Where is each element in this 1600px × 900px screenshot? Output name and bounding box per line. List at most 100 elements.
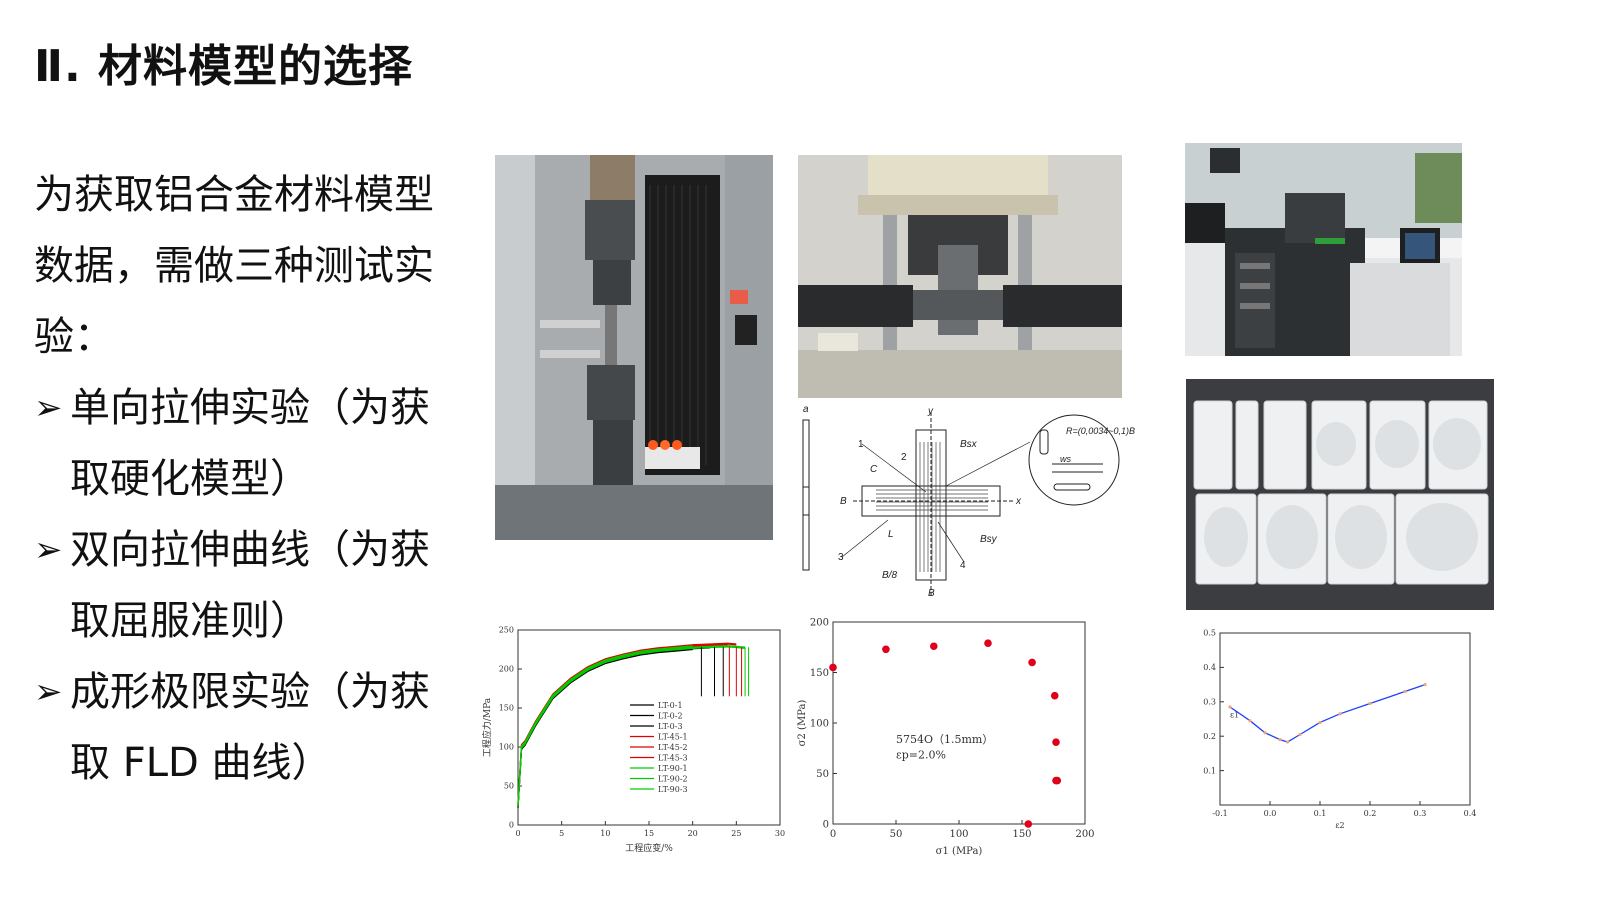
series-line xyxy=(517,645,693,805)
x-tick-label: 100 xyxy=(949,829,968,840)
chart-annotation: 5754O（1.5mm） xyxy=(896,733,993,746)
data-point xyxy=(1285,740,1290,744)
series-line xyxy=(1229,683,1426,743)
arrow-right-icon: ➢ xyxy=(34,672,63,712)
diagram-label: C xyxy=(870,464,878,475)
x-tick-label: 15 xyxy=(644,829,654,838)
diagram-label: Bsx xyxy=(960,439,978,450)
cruciform-specimen-diagram: a y x B C L Bsx Bsy B/8 B 1 2 3 4 xyxy=(798,402,1154,602)
data-point xyxy=(1318,720,1322,725)
y-tick-label: 100 xyxy=(810,718,829,729)
diagram-label: 2 xyxy=(901,452,907,463)
scatter-point xyxy=(930,642,938,651)
x-tick-label: 0 xyxy=(515,829,520,838)
bullet-text: 单向拉伸实验（为获取硬化模型） xyxy=(70,385,430,502)
y-tick-label: 0 xyxy=(509,821,514,830)
fld-machine-photo xyxy=(1185,143,1462,356)
y-tick-label: 200 xyxy=(810,617,829,628)
x-tick-label: 20 xyxy=(688,829,698,838)
x-tick-label: 0.0 xyxy=(1264,809,1277,818)
legend-entry: LT-0-2 xyxy=(658,712,683,721)
x-tick-label: 25 xyxy=(731,829,741,838)
x-tick-label: 200 xyxy=(1075,829,1094,840)
scatter-point xyxy=(829,663,837,672)
x-tick-label: 0.1 xyxy=(1314,809,1327,818)
diagram-label: x xyxy=(1015,496,1022,507)
x-tick-label: 50 xyxy=(890,829,903,840)
scatter-point xyxy=(1024,820,1033,828)
bullet-item: ➢ 单向拉伸实验（为获取硬化模型） xyxy=(34,373,454,515)
legend-entry: LT-0-1 xyxy=(658,701,683,710)
diagram-label: B/8 xyxy=(882,570,897,581)
y-axis-label: ε1 xyxy=(1230,710,1239,719)
bullet-text: 双向拉伸曲线（为获取屈服准则） xyxy=(70,527,430,644)
chart-annotation: εp=2.0% xyxy=(896,748,946,761)
y-tick-label: 0 xyxy=(823,819,829,830)
diagram-label: Bsy xyxy=(980,534,998,545)
y-tick-label: 0.2 xyxy=(1203,732,1216,741)
x-axis-label: ε2 xyxy=(1335,821,1344,830)
x-tick-label: 5 xyxy=(559,829,564,838)
data-point xyxy=(1228,705,1232,709)
bullet-item: ➢ 成形极限实验（为获取 FLD 曲线） xyxy=(34,657,454,799)
intro-text: 为获取铝合金材料模型数据，需做三种测试实验： xyxy=(34,172,434,360)
data-point xyxy=(1263,731,1267,735)
slide-title: Ⅱ. 材料模型的选择 xyxy=(34,41,414,92)
y-axis-label: 工程应力/MPa xyxy=(481,697,493,757)
scatter-point xyxy=(1052,738,1060,746)
plot-frame xyxy=(832,621,1086,825)
x-tick-label: 0.2 xyxy=(1364,809,1377,818)
y-tick-label: 50 xyxy=(504,782,514,791)
diagram-label: a xyxy=(803,404,809,415)
y-tick-label: 150 xyxy=(810,668,829,679)
scatter-point xyxy=(1050,691,1059,700)
legend-entry: LT-45-3 xyxy=(658,754,688,763)
y-tick-label: 0.4 xyxy=(1203,663,1216,672)
y-tick-label: 250 xyxy=(499,626,514,635)
scatter-point xyxy=(1028,658,1036,667)
series-line xyxy=(517,646,746,807)
y-axis-label: σ2 (MPa) xyxy=(797,700,808,747)
tensile-machine-photo xyxy=(495,155,773,540)
x-tick-label: 150 xyxy=(1012,829,1031,840)
data-point xyxy=(1338,712,1342,716)
diagram-label: ws xyxy=(1060,454,1071,464)
scatter-point xyxy=(882,645,890,654)
diagram-label: y xyxy=(927,406,934,417)
scatter-point xyxy=(1052,776,1060,785)
y-tick-label: 100 xyxy=(499,743,514,752)
legend-entry: LT-90-3 xyxy=(658,785,688,794)
slide-body: 为获取铝合金材料模型数据，需做三种测试实验： ➢ 单向拉伸实验（为获取硬化模型）… xyxy=(34,160,454,799)
x-tick-label: 10 xyxy=(600,829,610,838)
data-point xyxy=(1278,738,1282,742)
biaxial-machine-photo xyxy=(798,155,1122,398)
legend-entry: LT-0-3 xyxy=(658,722,683,731)
stress-strain-chart: 0 5 10 15 20 25 30 0 50 100 150 200 250 工程应变/% 工程应力/MP… xyxy=(480,615,790,855)
legend-entry: LT-45-2 xyxy=(658,743,688,752)
y-tick-label: 200 xyxy=(499,665,514,674)
x-tick-label: 30 xyxy=(775,829,785,838)
data-point xyxy=(1423,683,1427,687)
diagram-label: 3 xyxy=(838,552,844,563)
y-tick-label: 0.3 xyxy=(1203,697,1216,706)
diagram-label: B xyxy=(928,588,935,599)
x-axis-label: σ1 (MPa) xyxy=(936,846,983,857)
bullet-text: 成形极限实验（为获取 FLD 曲线） xyxy=(70,669,430,786)
fld-specimens-photo xyxy=(1186,379,1494,610)
legend-entry: LT-90-1 xyxy=(658,764,688,773)
data-point xyxy=(1403,689,1407,694)
diagram-label: R=(0,0034~0,1)B xyxy=(1066,426,1135,436)
arrow-right-icon: ➢ xyxy=(34,388,63,428)
x-tick-label: -0.1 xyxy=(1212,809,1227,818)
arrow-right-icon: ➢ xyxy=(34,530,63,570)
plot-frame xyxy=(1219,632,1471,806)
x-tick-label: 0.3 xyxy=(1414,809,1427,818)
scatter-point xyxy=(984,639,992,648)
y-tick-label: 150 xyxy=(499,704,514,713)
legend-entry: LT-45-1 xyxy=(658,733,688,742)
x-axis-label: 工程应变/% xyxy=(625,842,673,854)
diagram-label: L xyxy=(888,529,894,540)
diagram-label: B xyxy=(840,496,847,507)
